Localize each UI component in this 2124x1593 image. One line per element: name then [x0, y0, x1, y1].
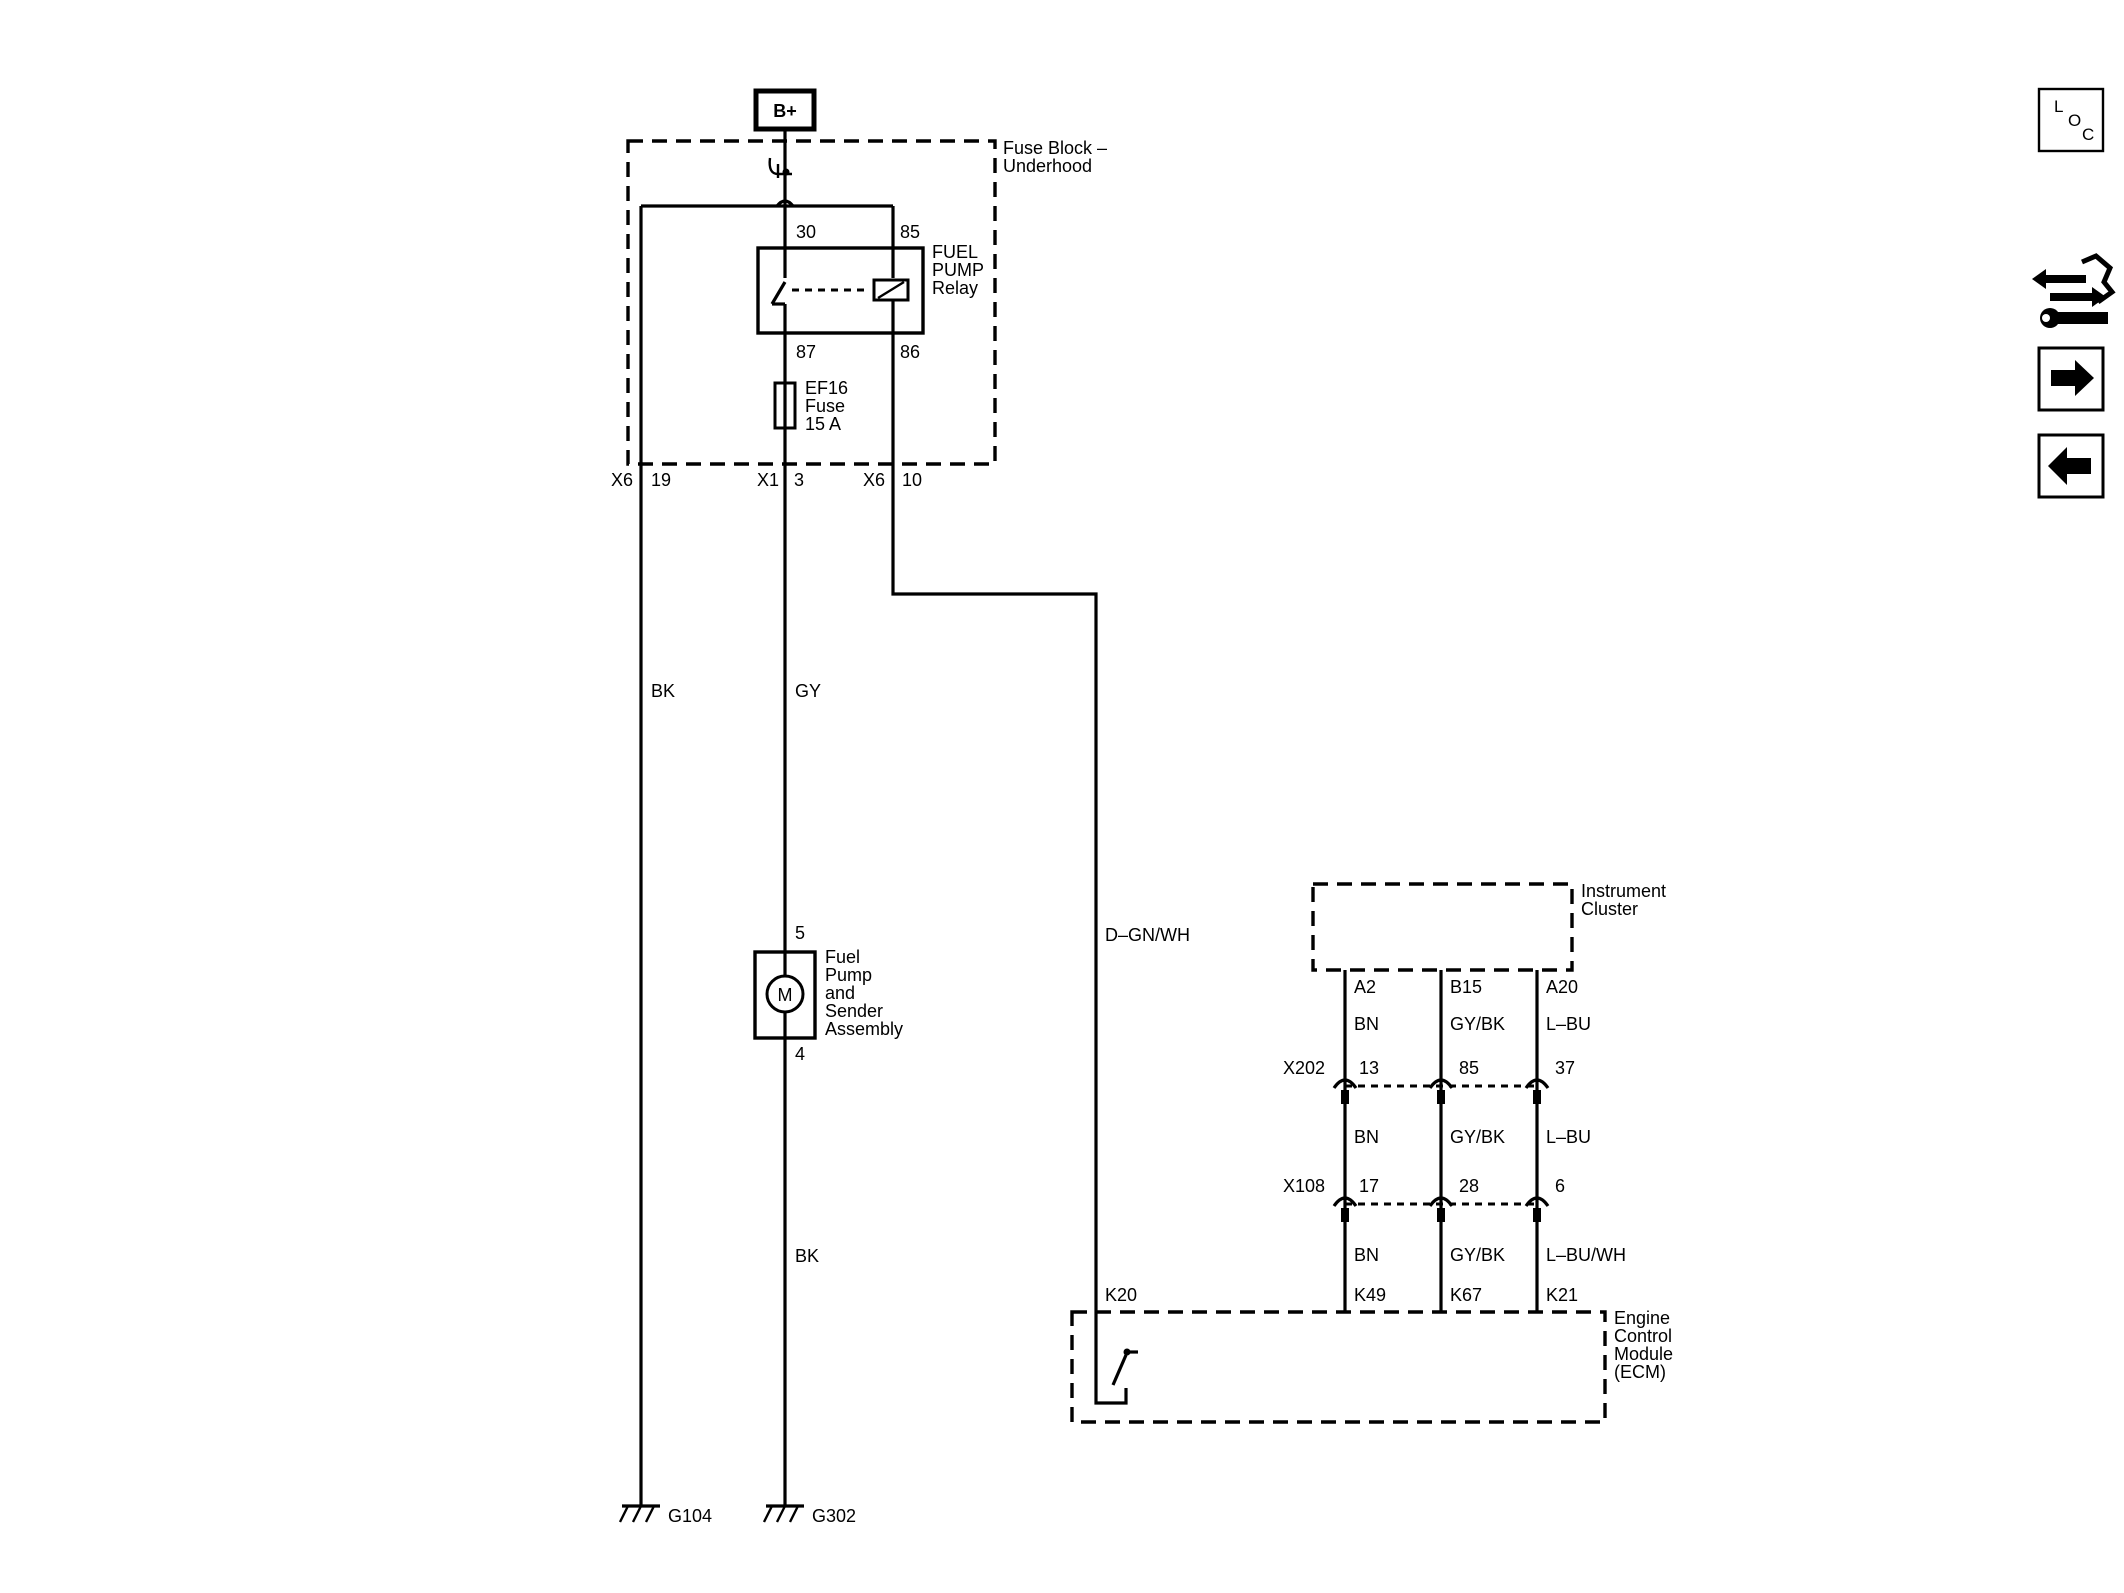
conn-x6-left: X6: [611, 470, 633, 490]
connector-tools-button[interactable]: [2032, 253, 2116, 328]
pump-label-5: Assembly: [825, 1019, 903, 1039]
loc-button[interactable]: L O C: [2037, 87, 2105, 153]
wire-label-bk-pump: BK: [795, 1246, 819, 1266]
x108-pin-17: 17: [1359, 1176, 1379, 1196]
wire-label-bk-left: BK: [651, 681, 675, 701]
cluster-label-2: Cluster: [1581, 899, 1638, 919]
fuel-pump-relay: [756, 246, 925, 335]
pump-pin-4: 4: [795, 1044, 805, 1064]
cluster-pin-a2: A2: [1354, 977, 1376, 997]
connector-tools-icon: [2032, 253, 2116, 328]
battery-positive-terminal: B+: [753, 88, 817, 132]
wire-dgn-wh: [891, 333, 1128, 1405]
ecm-label-2: Control: [1614, 1326, 1672, 1346]
x202-connector: [1332, 1078, 1550, 1104]
motor-label: M: [778, 985, 793, 1005]
fuse-label-1: EF16: [805, 378, 848, 398]
ecm-pin-k21: K21: [1546, 1285, 1578, 1305]
fuse-block-label-2: Underhood: [1003, 156, 1092, 176]
fuse-block-underhood-box: [626, 139, 997, 466]
x108-wire-bn-label: BN: [1354, 1127, 1379, 1147]
fuse-block-label-1: Fuse Block –: [1003, 138, 1107, 158]
pump-label-1: Fuel: [825, 947, 860, 967]
conn-x6-right-pin: 10: [902, 470, 922, 490]
ecm-wire-lbuwh-label: L–BU/WH: [1546, 1245, 1626, 1265]
next-page-button[interactable]: [2037, 346, 2105, 412]
conn-x6-left-pin: 19: [651, 470, 671, 490]
conn-x1-pin: 3: [794, 470, 804, 490]
x202-pin-37: 37: [1555, 1058, 1575, 1078]
pump-label-4: Sender: [825, 1001, 883, 1021]
loc-icon-o: O: [2068, 111, 2081, 130]
feed-link-symbol: [768, 157, 792, 178]
ecm-label-4: (ECM): [1614, 1362, 1666, 1382]
relay-label-1: FUEL: [932, 242, 978, 262]
conn-x6-right: X6: [863, 470, 885, 490]
x108-label: X108: [1283, 1176, 1325, 1196]
cluster-pin-a20: A20: [1546, 977, 1578, 997]
relay-pin-85: 85: [900, 222, 920, 242]
relay-pin-86: 86: [900, 342, 920, 362]
ecm-pin-k49: K49: [1354, 1285, 1386, 1305]
ground-g104-label: G104: [668, 1506, 712, 1526]
ecm-pin-k20: K20: [1105, 1285, 1137, 1305]
pump-label-2: Pump: [825, 965, 872, 985]
arrow-left-icon: [2048, 447, 2091, 485]
relay-pin-87: 87: [796, 342, 816, 362]
x202-wire-lbu-label: L–BU: [1546, 1014, 1591, 1034]
x202-wire-gybk-label: GY/BK: [1450, 1014, 1505, 1034]
x202-pin-13: 13: [1359, 1058, 1379, 1078]
loc-icon-l: L: [2054, 97, 2063, 116]
relay-label-2: PUMP: [932, 260, 984, 280]
conn-x1: X1: [757, 470, 779, 490]
x108-wire-gybk-label: GY/BK: [1450, 1127, 1505, 1147]
cluster-label-1: Instrument: [1581, 881, 1666, 901]
arrow-right-icon: [2051, 360, 2094, 396]
ground-g104-icon: [618, 1504, 660, 1523]
x108-pin-6: 6: [1555, 1176, 1565, 1196]
pump-pin-5: 5: [795, 923, 805, 943]
ground-g302-icon: [762, 1504, 804, 1523]
fuse-label-3: 15 A: [805, 414, 841, 434]
ecm-driver-switch-icon: [1111, 1348, 1138, 1386]
power-label: B+: [773, 101, 797, 121]
instrument-cluster-box: [1311, 882, 1574, 972]
fuse-label-2: Fuse: [805, 396, 845, 416]
x108-pin-28: 28: [1459, 1176, 1479, 1196]
x202-pin-85: 85: [1459, 1058, 1479, 1078]
ecm-label-3: Module: [1614, 1344, 1673, 1364]
ground-g302-label: G302: [812, 1506, 856, 1526]
wire-label-dgnwh: D–GN/WH: [1105, 925, 1190, 945]
x202-label: X202: [1283, 1058, 1325, 1078]
relay-pin-30: 30: [796, 222, 816, 242]
ecm-label-1: Engine: [1614, 1308, 1670, 1328]
ecm-wire-gybk-label: GY/BK: [1450, 1245, 1505, 1265]
x202-wire-bn-label: BN: [1354, 1014, 1379, 1034]
previous-page-button[interactable]: [2037, 433, 2105, 499]
x108-connector: [1332, 1196, 1550, 1222]
cluster-pin-b15: B15: [1450, 977, 1482, 997]
ecm-box: [1070, 1310, 1607, 1424]
x108-wire-lbu-label: L–BU: [1546, 1127, 1591, 1147]
loc-icon-c: C: [2082, 125, 2094, 144]
ecm-pin-k67: K67: [1450, 1285, 1482, 1305]
ecm-wire-bn-label: BN: [1354, 1245, 1379, 1265]
wire-label-gy: GY: [795, 681, 821, 701]
relay-label-3: Relay: [932, 278, 978, 298]
pump-label-3: and: [825, 983, 855, 1003]
